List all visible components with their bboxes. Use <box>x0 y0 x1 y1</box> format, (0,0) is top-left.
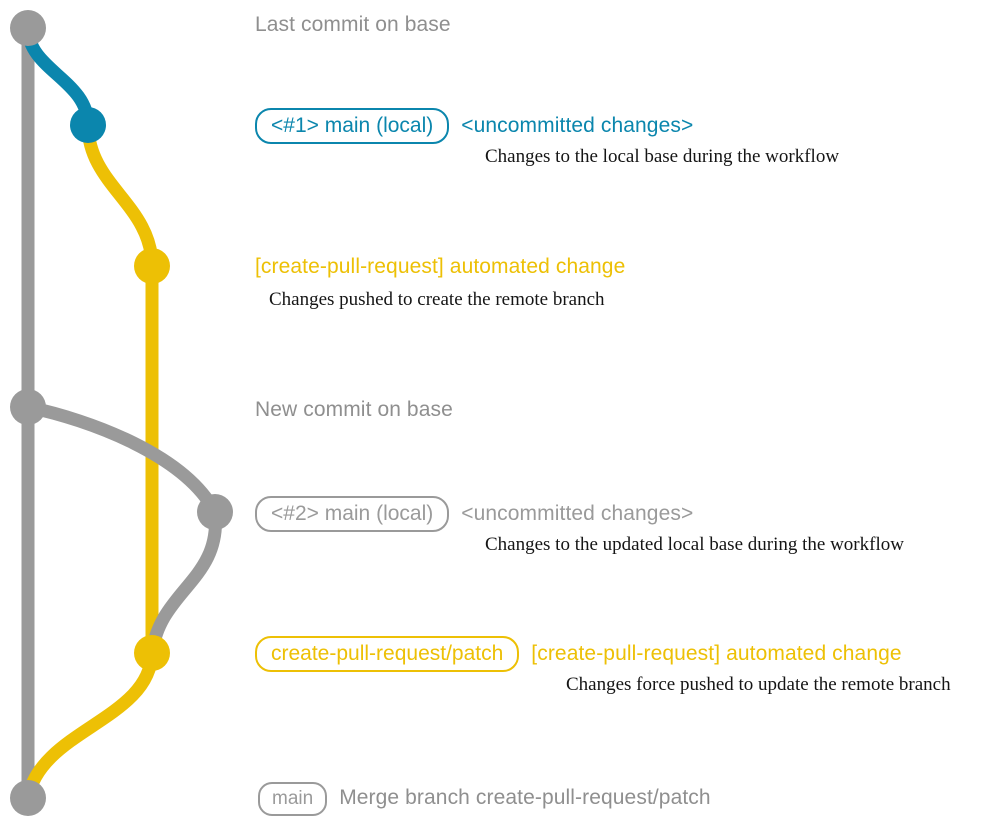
node-merge[interactable] <box>10 780 46 816</box>
ref-badge-local-main-1[interactable]: <#1> main (local) <box>255 108 450 144</box>
commit-subject: [create-pull-request] automated change <box>531 642 902 665</box>
patch-merge-line <box>21 646 159 805</box>
ref-badge-local-main-2[interactable]: <#2> main (local) <box>255 496 450 532</box>
row-automated-change-2: create-pull-request/patch [create-pull-r… <box>255 636 902 672</box>
patch-branch-line-upper <box>81 118 159 273</box>
note-automated-change-1: Changes pushed to create the remote bran… <box>269 289 605 310</box>
ref-badge-create-pull-request-patch[interactable]: create-pull-request/patch <box>255 636 520 672</box>
commit-subject: Merge branch create-pull-request/patch <box>339 786 711 809</box>
row-last-commit-on-base: Last commit on base <box>255 13 451 37</box>
grey-to-patch-line <box>145 505 222 660</box>
row-merge-commit: main Merge branch create-pull-request/pa… <box>258 782 711 816</box>
row-new-commit-on-base: New commit on base <box>255 398 453 422</box>
note-local-main-1: Changes to the local base during the wor… <box>485 146 840 167</box>
local-branch-line-grey <box>21 400 222 519</box>
node-patch-2[interactable] <box>134 635 170 671</box>
node-patch-1[interactable] <box>134 248 170 284</box>
commit-subject: <uncommitted changes> <box>461 502 694 525</box>
commit-subject: New commit on base <box>255 398 453 421</box>
note-local-main-2: Changes to the updated local base during… <box>485 534 904 555</box>
commit-subject: Last commit on base <box>255 13 451 36</box>
row-local-main-1: <#1> main (local) <uncommitted changes> <box>255 108 693 144</box>
row-local-main-2: <#2> main (local) <uncommitted changes> <box>255 496 693 532</box>
node-base-top[interactable] <box>10 10 46 46</box>
commit-subject: [create-pull-request] automated change <box>255 255 626 278</box>
row-automated-change-1: [create-pull-request] automated change <box>255 255 625 279</box>
ref-badge-main[interactable]: main <box>258 782 328 816</box>
node-base-new[interactable] <box>10 389 46 425</box>
commit-subject: <uncommitted changes> <box>461 114 694 137</box>
note-automated-change-2: Changes force pushed to update the remot… <box>566 674 951 695</box>
node-local-main-1[interactable] <box>70 107 106 143</box>
node-local-main-2[interactable] <box>197 494 233 530</box>
